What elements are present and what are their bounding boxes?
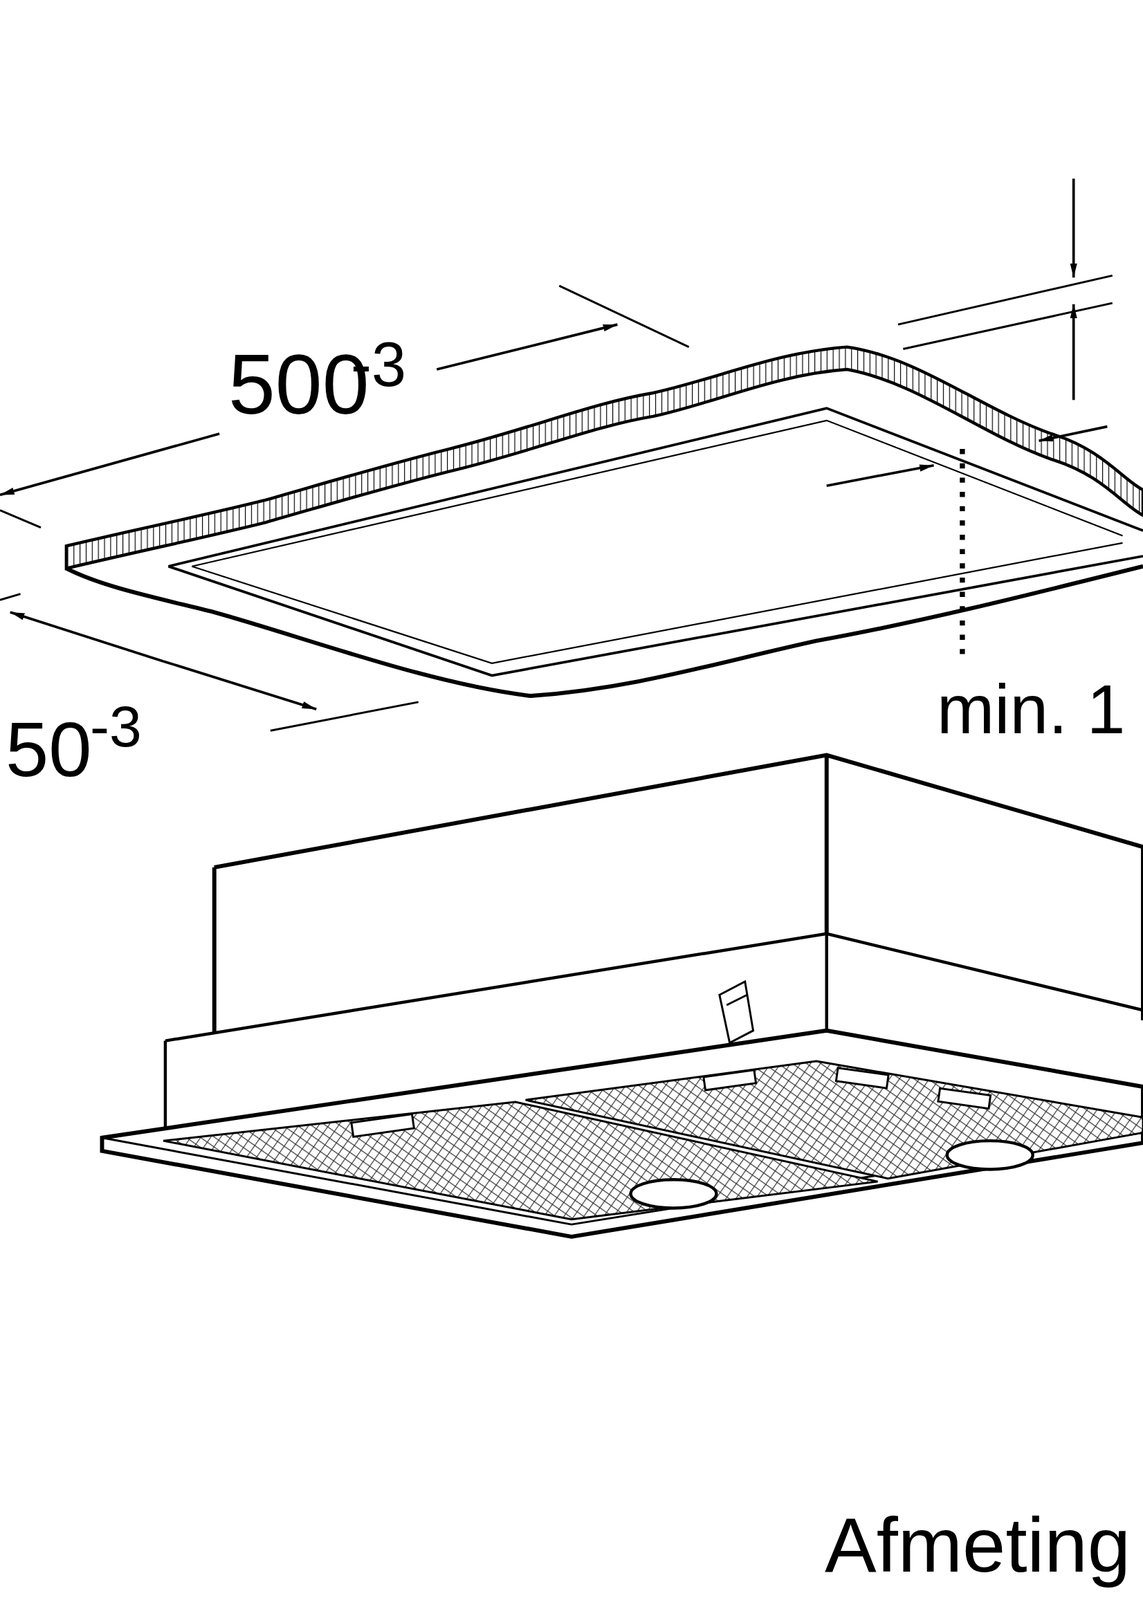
lamp: [947, 1140, 1033, 1170]
cutout-inner-edge: [191, 420, 1123, 664]
dimension-value: 500: [228, 342, 370, 427]
ceiling-edge: [66, 347, 1143, 569]
dimension-tolerance: -3: [89, 697, 142, 756]
ceiling-cutout: [168, 408, 1143, 676]
hood-body: [214, 755, 1143, 1033]
lamp: [631, 1179, 717, 1209]
dimension-tolerance: -3: [350, 333, 407, 396]
hood-plate: [102, 1030, 1143, 1238]
hood-clip: [719, 981, 754, 1044]
dimension-value: 50: [5, 711, 93, 789]
grease-filter: [525, 1061, 1143, 1179]
dimension-note: min. 1: [936, 674, 1126, 744]
caption-text: Afmeting: [824, 1506, 1131, 1585]
